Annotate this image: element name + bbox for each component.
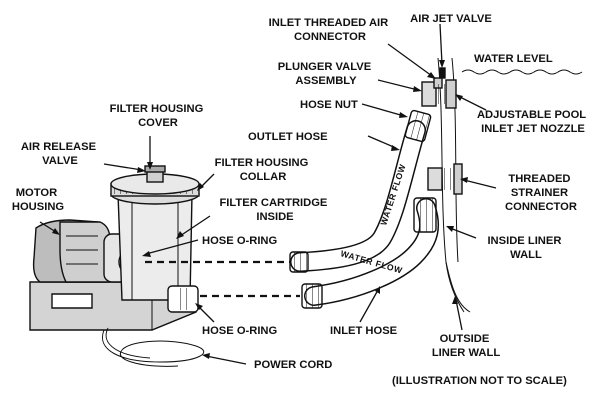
inlet-hose-top-fitting [413,197,437,233]
outlet-hose [289,109,432,273]
air-release-valve-cap [144,165,166,173]
air-jet-valve-part [439,67,446,79]
filter-housing [110,165,200,313]
water-level-wave [461,69,583,75]
power-cord-coil [102,329,205,367]
label-outside-liner-wall: OUTSIDE LINER WALL [432,333,501,359]
liner-wall-bottom [445,261,471,313]
inlet-hose [301,197,440,309]
label-inlet-hose: INLET HOSE [330,325,398,337]
label-hose-o-ring-bottom: HOSE O-RING [202,325,278,337]
label-scale-note: (ILLUSTRATION NOT TO SCALE) [392,375,567,387]
strainer-body [427,167,443,191]
filter-housing-body [117,193,193,301]
motor-housing-front [59,221,111,283]
power-cord-lead [105,327,151,359]
label-filter-cartridge-inside: FILTER CARTRIDGE INSIDE [219,197,330,223]
base-handle-slot [51,293,93,309]
label-outlet-hose: OUTLET HOSE [248,131,328,143]
label-water-level: WATER LEVEL [474,53,553,65]
label-adjustable-pool-inlet-jet-nozzle: ADJUSTABLE POOL INLET JET NOZZLE [477,109,589,135]
hose-o-ring-bottom-ring [178,288,188,310]
leader-lines [39,23,497,365]
filter-cartridge-outline [131,196,179,300]
threaded-strainer-ribs [442,168,454,190]
label-inside-liner-wall: INSIDE LINER WALL [487,235,564,261]
label-inlet-threaded-air-connector: INLET THREADED AIR CONNECTOR [269,17,392,43]
label-power-cord: POWER CORD [254,359,332,371]
adjustable-jet-nozzle-part [445,79,457,109]
jet-nozzle-assembly [421,67,457,109]
jet-thread-ribs [436,84,446,104]
label-air-release-valve: AIR RELEASE VALVE [21,141,99,167]
label-filter-housing-cover: FILTER HOUSING COVER [110,103,207,129]
inlet-hose-end-fitting [301,283,323,309]
strainer-assembly [427,163,463,195]
hose-nut-fitting [404,109,432,143]
label-plunger-valve-assembly: PLUNGER VALVE ASSEMBLY [278,61,375,87]
motor-vents [66,235,98,265]
label-hose-nut: HOSE NUT [300,99,358,111]
outlet-hose-end-fitting [289,251,309,273]
label-filter-housing-collar: FILTER HOUSING COLLAR [215,157,312,183]
label-air-jet-valve: AIR JET VALVE [410,13,492,25]
label-hose-o-ring-top: HOSE O-RING [202,235,278,247]
label-threaded-strainer-connector: THREADED STRAINER CONNECTOR [505,173,577,213]
label-motor-housing: MOTOR HOUSING [12,187,65,213]
